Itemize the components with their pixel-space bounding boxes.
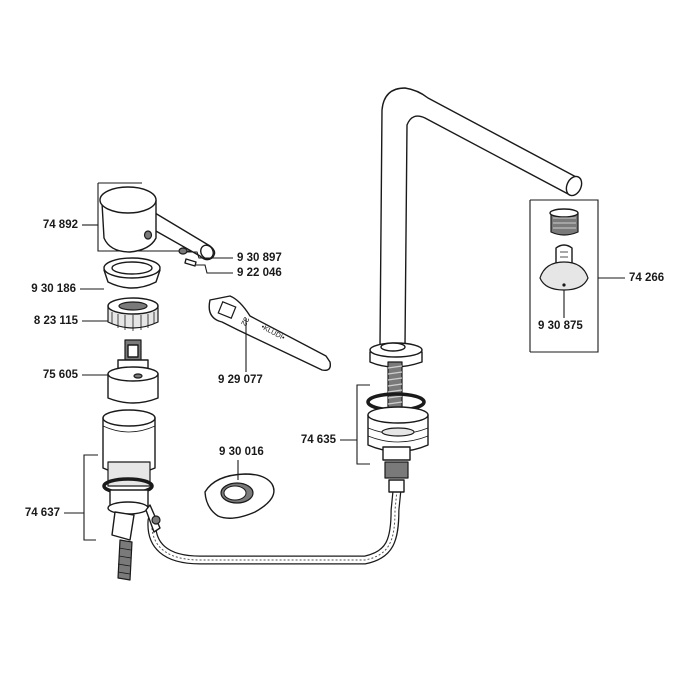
seal-plate: [204, 460, 275, 519]
label-tool: 9 29 077: [218, 374, 263, 386]
label-grub-screw: 9 30 897: [237, 252, 282, 264]
label-aerator-set: 74 266: [629, 272, 665, 284]
body-set: [64, 409, 161, 581]
label-spout-set: 74 635: [300, 434, 336, 446]
label-screw: 9 22 046: [237, 267, 282, 279]
screw-leader: [196, 264, 233, 274]
label-cover-ring: 9 30 186: [31, 283, 76, 295]
cover-ring: [80, 257, 161, 290]
spout-set-bracket: [340, 384, 370, 465]
label-seal-plate: 9 30 016: [219, 446, 264, 458]
cartridge: [82, 339, 159, 404]
grub-screw-leader: [187, 251, 233, 259]
wrench-tool: [208, 295, 332, 372]
nut: [82, 297, 159, 331]
flex-hose: [147, 485, 402, 565]
handle: [82, 182, 216, 267]
spout: [366, 87, 583, 493]
label-body-set: 74 637: [24, 507, 60, 519]
aerator-set: [529, 199, 625, 353]
label-cartridge: 75 605: [42, 369, 78, 381]
label-nut: 8 23 115: [33, 315, 78, 327]
label-handle: 74 892: [42, 219, 78, 231]
label-aerator-key: 9 30 875: [538, 320, 583, 332]
